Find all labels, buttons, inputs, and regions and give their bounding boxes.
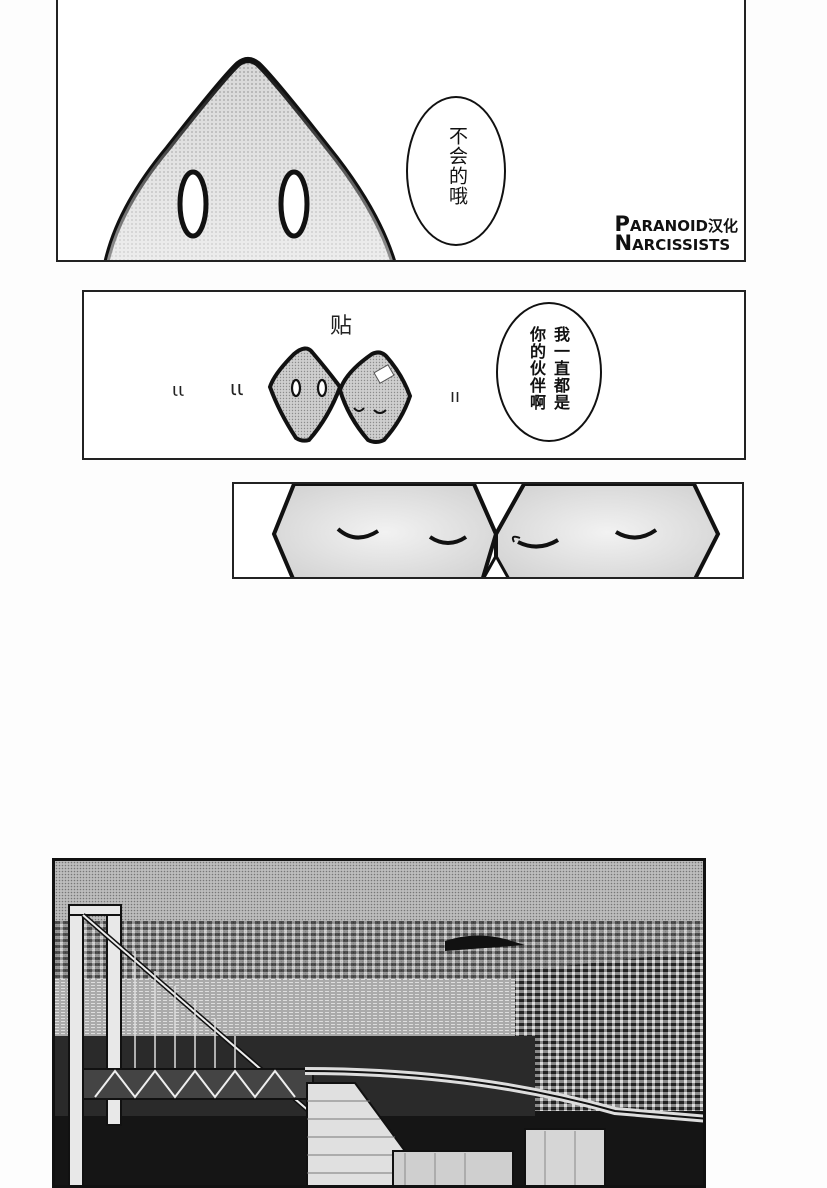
right-eye — [278, 169, 310, 239]
speech-bubble: 我一直都是 你的伙伴啊 — [496, 302, 602, 442]
speech-text: 不会的哦 — [446, 126, 468, 206]
two-characters-cheek-press — [267, 346, 413, 444]
panel-1: 不会的哦 PARANOID汉化 NARCISSISTS — [56, 0, 746, 262]
sfx-tie: 贴 — [330, 314, 353, 339]
faces-closeup — [271, 484, 721, 577]
cityscape-bridge-illustration — [55, 861, 703, 1185]
sfx-wiggle-left-1: ιι — [172, 380, 185, 401]
left-eye — [177, 169, 209, 239]
speech-text-line-2: 你的伙伴啊 — [527, 326, 546, 411]
sfx-wiggle-left-2: ιι — [230, 376, 244, 400]
panel-2: 贴 ιι ιι ıı 我一直都是 你的伙伴啊 — [82, 290, 746, 460]
panel-4 — [52, 858, 706, 1188]
scanlation-watermark: PARANOID汉化 NARCISSISTS — [614, 212, 738, 255]
character-triangle-face — [103, 57, 396, 260]
speech-bubble: 不会的哦 — [406, 96, 506, 246]
speech-text-line-1: 我一直都是 — [551, 326, 570, 411]
sfx-wiggle-right: ıı — [450, 386, 461, 407]
panel-3 — [232, 482, 744, 579]
